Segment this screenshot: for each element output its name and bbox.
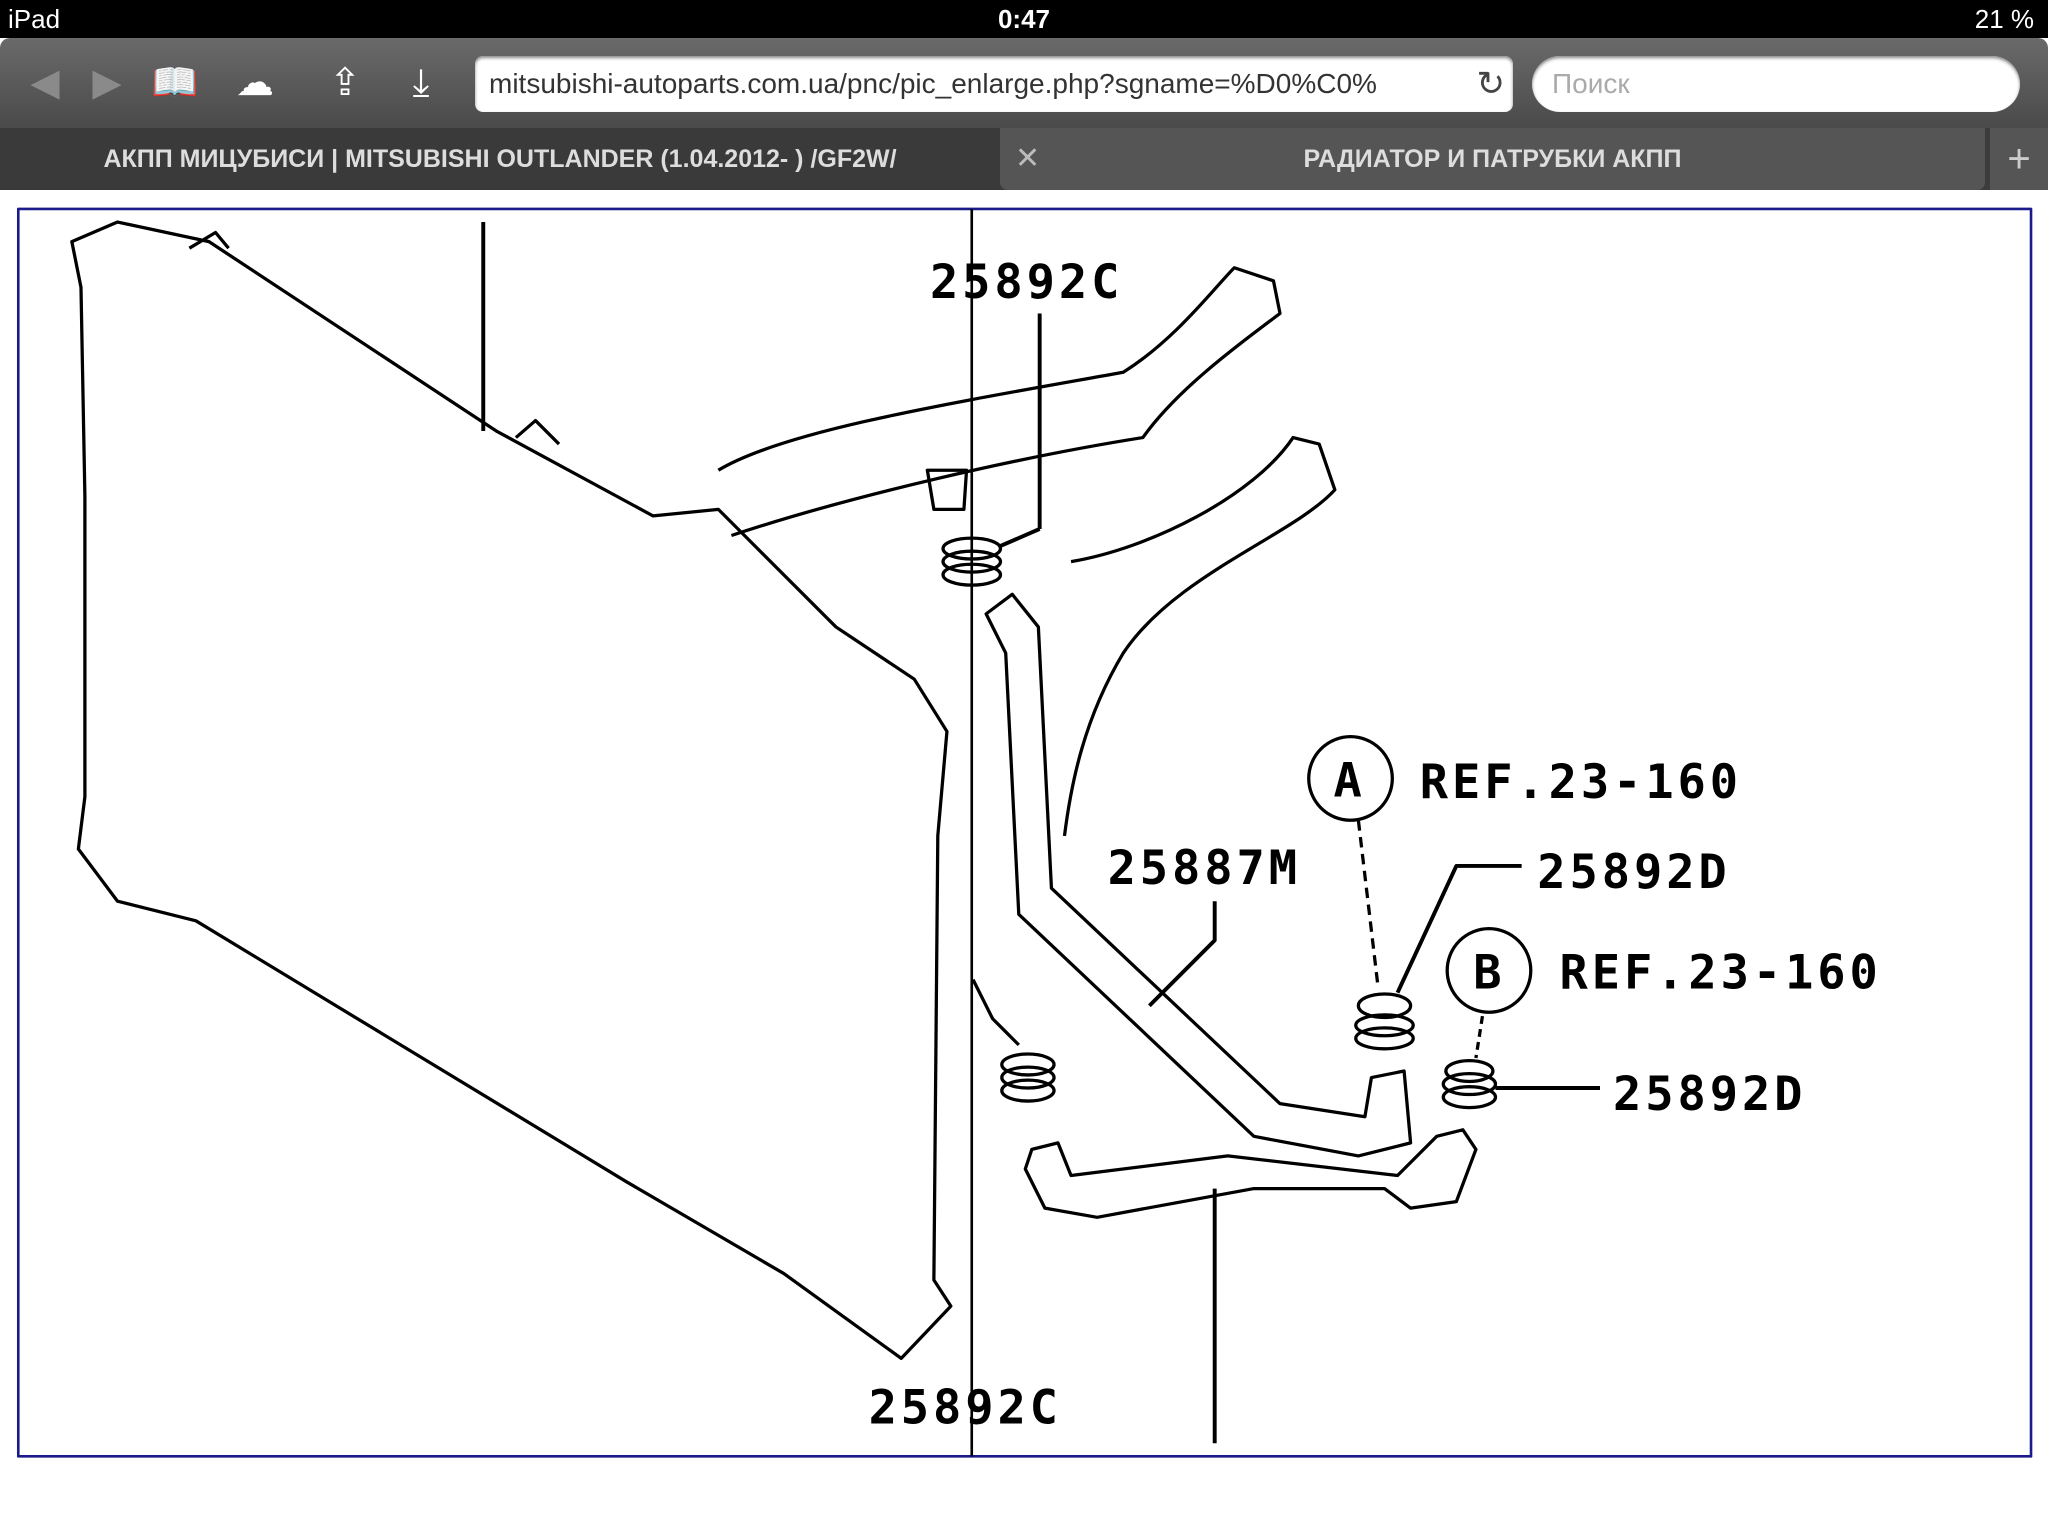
label-ref-a: REF.23-160 [1420, 755, 1742, 810]
bookmarks-icon[interactable]: 📖 [151, 62, 199, 104]
tab-radiator[interactable]: РАДИАТОР И ПАТРУБКИ АКПП [1000, 128, 1985, 190]
label-25892c-bottom: 25892C [869, 1381, 1062, 1436]
tab-label: АКПП МИЦУБИСИ | MITSUBISHI OUTLANDER (1.… [103, 145, 897, 173]
reload-icon[interactable]: ↻ [1476, 65, 1506, 103]
clamp-top [941, 536, 1003, 587]
diagram-frame [16, 207, 2033, 1458]
tab-bar: АКПП МИЦУБИСИ | MITSUBISHI OUTLANDER (1.… [0, 128, 2048, 190]
label-25892d-1: 25892D [1537, 845, 1730, 900]
ref-circle-a [1307, 735, 1394, 822]
upper-hose [717, 266, 1282, 538]
search-placeholder: Поиск [1552, 68, 1630, 99]
forward-button[interactable]: ▶ [92, 62, 122, 104]
url-field[interactable]: mitsubishi-autoparts.com.ua/pnc/pic_enla… [475, 56, 1513, 112]
download-icon[interactable]: ⤓ [412, 62, 430, 104]
radiator-outline [70, 220, 953, 1360]
clock: 0:47 [997, 4, 1051, 34]
new-tab-button[interactable]: + [1990, 128, 2048, 190]
cloud-icon[interactable]: ☁ [236, 62, 274, 104]
tab-label: РАДИАТОР И ПАТРУБКИ АКПП [1303, 145, 1682, 173]
status-bar: iPad 0:47 21 % [0, 0, 2048, 38]
ref-circle-b [1445, 927, 1533, 1014]
label-25887m: 25887M [1108, 841, 1301, 896]
clamp-d2 [1441, 1058, 1498, 1110]
search-input[interactable]: Поиск [1532, 56, 2020, 112]
main-hose [984, 592, 1413, 1158]
return-hose [1062, 435, 1337, 837]
battery-level: 21 % [1974, 4, 2034, 34]
label-ref-b: REF.23-160 [1560, 946, 1882, 1001]
back-button[interactable]: ◀ [30, 62, 60, 104]
browser-toolbar: ◀ ▶ 📖 ☁ ⇪ ⤓ mitsubishi-autoparts.com.ua/… [0, 38, 2048, 128]
clamp-lower-left [1000, 1052, 1056, 1103]
close-tab-icon[interactable]: ✕ [1015, 142, 1041, 175]
tab-parts-catalog[interactable]: АКПП МИЦУБИСИ | MITSUBISHI OUTLANDER (1.… [0, 128, 1000, 190]
device-name: iPad [8, 4, 61, 34]
url-text: mitsubishi-autoparts.com.ua/pnc/pic_enla… [489, 68, 1377, 99]
clamp-d1 [1354, 992, 1415, 1051]
share-icon[interactable]: ⇪ [329, 62, 361, 104]
label-25892d-2: 25892D [1613, 1067, 1806, 1122]
circle-b-letter: B [1473, 946, 1505, 1001]
circle-a-letter: A [1334, 754, 1366, 809]
lower-hose [1023, 1128, 1478, 1219]
label-25892c-top: 25892C [930, 255, 1123, 310]
